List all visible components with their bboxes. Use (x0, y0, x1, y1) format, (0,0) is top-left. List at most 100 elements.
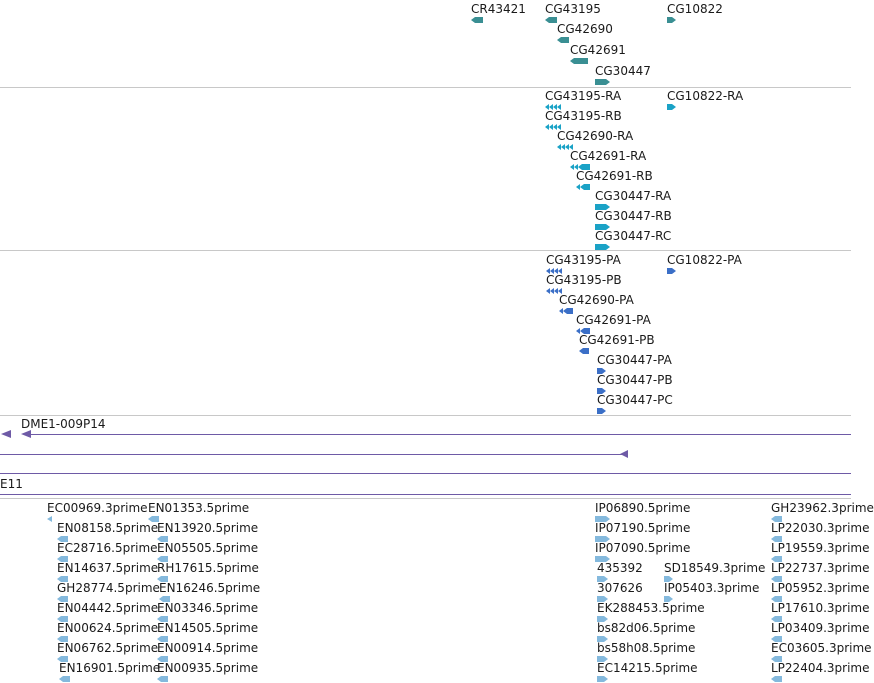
est-label: EC03605.3prime (771, 641, 872, 655)
right-arrow-glyph (597, 576, 608, 582)
protein-label: CG30447-PB (597, 373, 673, 387)
protein-track: CG43195-PA CG10822-PA CG43195-PB CG42690… (0, 252, 851, 414)
transcript-track: CG43195-RA CG10822-RA CG43195-RB CG42690… (0, 88, 851, 250)
left-arrow-glyph (157, 576, 168, 582)
left-arrows-glyph (545, 104, 561, 110)
left-arrow-glyph (157, 656, 168, 662)
est-label: LP22737.3prime (771, 561, 870, 575)
clone-span-line[interactable] (0, 454, 624, 455)
transcript-label: CG43195-RB (545, 109, 622, 123)
left-arrow-glyph (771, 556, 782, 562)
track-separator (0, 250, 851, 251)
left-arrow-glyph (57, 576, 68, 582)
gene-label: CG42690 (557, 22, 613, 36)
clone-span-line[interactable] (0, 494, 851, 495)
left-arrows-glyph (557, 144, 573, 150)
right-arrow-glyph (597, 596, 608, 602)
clone-span-line[interactable] (28, 434, 851, 435)
est-label: EN03346.5prime (157, 601, 259, 615)
est-label: SD18549.3prime (664, 561, 766, 575)
left-arrows-glyph (546, 288, 562, 294)
est-label: EN13920.5prime (157, 521, 259, 535)
right-arrow-glyph (667, 17, 676, 23)
est-label: EK288453.5prime (597, 601, 705, 615)
left-arrow-glyph (545, 17, 557, 23)
est-label: LP22030.3prime (771, 521, 870, 535)
gene-label: CG30447 (595, 64, 651, 78)
est-label: GH28774.5prime (57, 581, 160, 595)
left-arrows-glyph (559, 308, 573, 314)
right-arrow-glyph (664, 576, 673, 582)
est-label: EN01353.5prime (148, 501, 250, 515)
protein-label: CG30447-PA (597, 353, 672, 367)
est-label: LP22404.3prime (771, 661, 870, 675)
right-arrow-glyph (595, 556, 610, 562)
right-arrow-glyph (595, 536, 610, 542)
left-arrow-glyph (157, 616, 168, 622)
gene-label: CG10822 (667, 2, 723, 16)
region-label: E11 (0, 477, 23, 491)
transcript-label: CG30447-RA (595, 189, 672, 203)
track-separator (0, 87, 851, 88)
left-arrow-glyph (157, 636, 168, 642)
gene-track: CR43421 CG43195 CG10822 CG42690 CG42691 … (0, 0, 851, 87)
right-arrow-glyph (597, 616, 608, 622)
left-arrows-glyph (579, 348, 589, 354)
left-arrow-glyph (59, 676, 70, 682)
right-arrow-glyph (597, 368, 606, 374)
est-label: IP07190.5prime (595, 521, 691, 535)
left-tick-glyph (47, 516, 52, 522)
clone-span-line[interactable] (0, 473, 851, 474)
est-label: EN00624.5prime (57, 621, 159, 635)
est-label: LP19559.3prime (771, 541, 870, 555)
left-arrow-glyph (471, 17, 483, 23)
protein-label: CG42691-PB (579, 333, 655, 347)
left-arrow-glyph (157, 676, 168, 682)
transcript-label: CG42691-RA (570, 149, 647, 163)
right-arrow-glyph (595, 204, 610, 210)
est-label: EC28716.5prime (57, 541, 158, 555)
est-label: IP05403.3prime (664, 581, 760, 595)
clone-end-arrow-icon (620, 450, 628, 458)
est-label: bs82d06.5prime (597, 621, 696, 635)
left-arrow-glyph (771, 656, 782, 662)
track-separator (0, 415, 851, 416)
est-label: EN04442.5prime (57, 601, 159, 615)
left-arrows-glyph (545, 124, 561, 130)
right-arrow-glyph (595, 79, 610, 85)
est-label: RH17615.5prime (157, 561, 259, 575)
protein-label: CG42690-PA (559, 293, 634, 307)
left-arrow-glyph (159, 596, 170, 602)
left-arrow-glyph (771, 596, 782, 602)
clone-label: DME1-009P14 (21, 417, 106, 431)
est-label: EN05505.5prime (157, 541, 259, 555)
transcript-label: CG43195-RA (545, 89, 622, 103)
right-arrow-glyph (667, 268, 676, 274)
clone-left-marker-icon (1, 430, 11, 438)
gene-label: CR43421 (471, 2, 526, 16)
protein-label: CG43195-PB (546, 273, 622, 287)
right-arrow-glyph (597, 656, 608, 662)
est-track: EC00969.3prime EN01353.5prime IP06890.5p… (0, 500, 874, 683)
left-arrows-glyph (576, 184, 590, 190)
est-label: bs58h08.5prime (597, 641, 696, 655)
left-arrow-glyph (771, 536, 782, 542)
est-label: LP05952.3prime (771, 581, 870, 595)
transcript-label: CG42690-RA (557, 129, 634, 143)
right-arrow-glyph (595, 224, 610, 230)
protein-label: CG30447-PC (597, 393, 673, 407)
est-label: LP17610.3prime (771, 601, 870, 615)
gene-label: CG43195 (545, 2, 601, 16)
right-arrow-glyph (597, 388, 606, 394)
gene-label: CG42691 (570, 43, 626, 57)
left-arrow-glyph (557, 37, 569, 43)
left-arrow-glyph (57, 556, 68, 562)
protein-label: CG43195-PA (546, 253, 621, 267)
est-label: EN08158.5prime (57, 521, 159, 535)
right-arrow-glyph (667, 104, 676, 110)
right-arrow-glyph (595, 244, 610, 250)
est-label: EC00969.3prime (47, 501, 148, 515)
left-arrow-glyph (57, 536, 68, 542)
protein-label: CG42691-PA (576, 313, 651, 327)
est-label: EN16246.5prime (159, 581, 261, 595)
